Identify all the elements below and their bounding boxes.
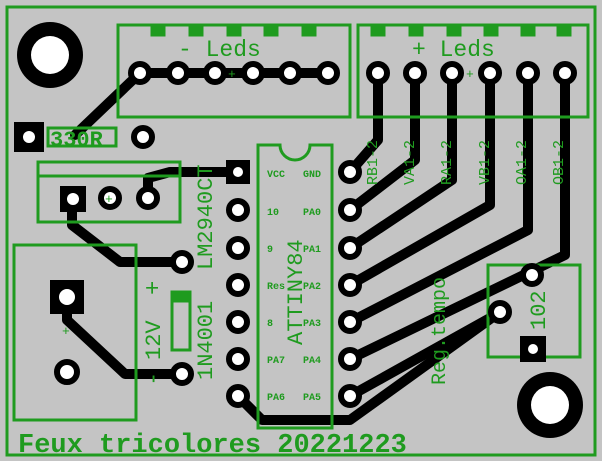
- regulator-plus-mark: +: [105, 192, 113, 207]
- supply-plus-mark: +: [62, 324, 70, 339]
- pin-pa6-label: PA6: [267, 393, 285, 404]
- plus-sign-label: +: [141, 281, 168, 295]
- net-vb1-label: VB1-2: [477, 140, 494, 185]
- pin-pa7-label: PA7: [267, 356, 285, 367]
- net-va1-label: VA1-2: [402, 140, 419, 185]
- supply-label: 12V: [142, 320, 167, 360]
- diode-label: 1N4001: [194, 301, 219, 380]
- pin-pa2-label: PA2: [303, 282, 321, 293]
- pin-pa0-label: PA0: [303, 208, 321, 219]
- pin-9-label: 9: [267, 245, 273, 256]
- minus-sign-label: -: [141, 372, 168, 386]
- silkscreen: [12, 23, 590, 430]
- pin-vcc-label: VCC: [267, 170, 285, 181]
- mounting-hole-top-left: [17, 22, 83, 88]
- pin-pa3-label: PA3: [303, 319, 321, 330]
- pin-pa5-label: PA5: [303, 393, 321, 404]
- pin-res-label: Res: [267, 282, 285, 293]
- plus-leds-plus-mark: +: [466, 67, 474, 82]
- board-outline: [5, 5, 597, 457]
- plus-leds-connector-outline: [356, 23, 590, 119]
- mcu-outline: [256, 143, 334, 430]
- mounting-hole-bottom-right: [517, 372, 583, 438]
- pot-value-label: 102: [527, 290, 552, 330]
- supply-connector-outline: [12, 243, 138, 422]
- plus-leds-label: + Leds: [412, 37, 495, 63]
- pin-gnd-label: GND: [303, 170, 321, 181]
- regulator-label: LM2940CT: [194, 164, 219, 270]
- net-ob1-label: OB1-2: [551, 140, 568, 185]
- regulator-outline: [36, 160, 182, 224]
- pin-pa1-label: PA1: [303, 245, 321, 256]
- net-rb1-label: RB1-2: [365, 140, 382, 185]
- mcu-label: ATTINY84: [284, 239, 309, 345]
- net-oa1-label: OA1-2: [514, 140, 531, 185]
- title-label: Feux tricolores 20221223: [18, 431, 407, 461]
- pin-10-label: 10: [267, 208, 279, 219]
- resistor-outline: [46, 126, 118, 148]
- net-ra1-label: RA1-2: [439, 140, 456, 185]
- minus-leds-label: - Leds: [178, 37, 261, 63]
- resistor-label: 330R: [50, 128, 104, 153]
- pin-8-label: 8: [267, 319, 273, 330]
- pin-pa4-label: PA4: [303, 356, 321, 367]
- pads: [14, 61, 577, 408]
- minus-leds-plus-mark: +: [228, 67, 236, 82]
- pot-name-label: Reg.tempo: [429, 277, 452, 385]
